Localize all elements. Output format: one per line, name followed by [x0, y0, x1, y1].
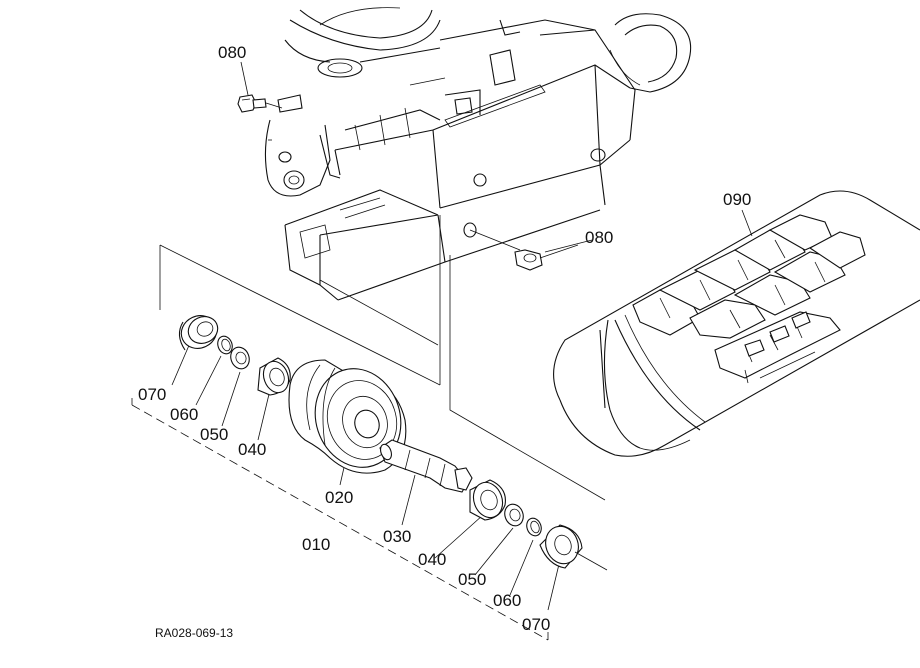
callout-020: 020	[325, 488, 353, 507]
callout-080-right: 080	[585, 228, 613, 247]
bearing-right	[469, 479, 506, 521]
callout-050-right: 050	[458, 570, 486, 589]
drawing-code: RA028-069-13	[155, 626, 233, 640]
collar-right	[504, 503, 524, 527]
callout-070-left: 070	[138, 385, 166, 404]
callout-050-left: 050	[200, 425, 228, 444]
callout-070-right: 070	[522, 615, 550, 634]
collar-left	[230, 346, 250, 370]
seal-left	[178, 315, 219, 351]
roller-shaft	[379, 439, 473, 493]
leader-lines	[131, 61, 753, 641]
callout-040-left: 040	[238, 440, 266, 459]
callout-090: 090	[723, 190, 751, 209]
callout-030: 030	[383, 527, 411, 546]
callout-040-right: 040	[418, 550, 446, 569]
snap-ring-right	[526, 517, 542, 537]
rubber-track	[553, 190, 920, 457]
track-frame	[264, 7, 692, 301]
seal-right	[539, 524, 608, 571]
callout-060-right: 060	[493, 591, 521, 610]
callout-080-top: 080	[218, 43, 246, 62]
snap-ring-left	[217, 335, 233, 355]
bolt-top	[237, 94, 283, 113]
callout-010: 010	[302, 535, 330, 554]
track-roller	[288, 359, 407, 474]
callout-060-left: 060	[170, 405, 198, 424]
bearing-left	[257, 357, 291, 396]
bolt-right	[514, 244, 579, 271]
